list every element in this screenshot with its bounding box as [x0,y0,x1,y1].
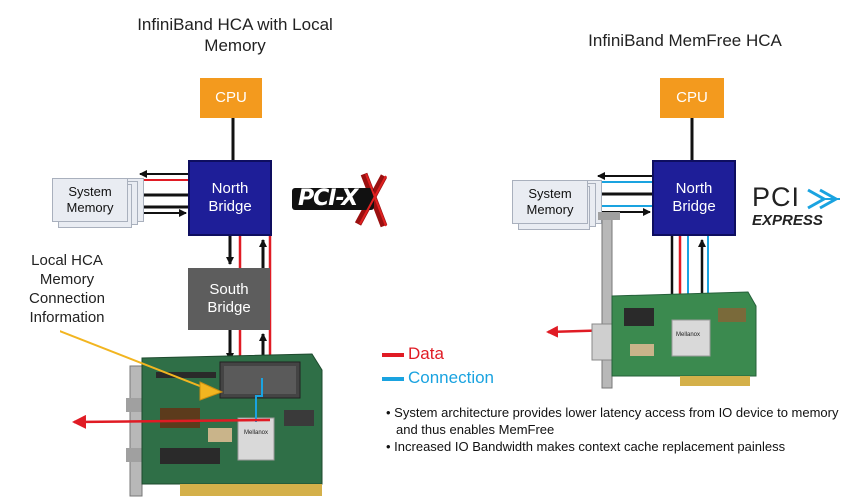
left-mem-line1: System [68,184,112,199]
left-callout-line1: Local HCA [31,252,103,269]
pci-x-logo: PCI-X [286,170,396,228]
bullet-text-1: System architecture provides lower laten… [394,405,839,437]
left-title-line2: Memory [204,36,266,55]
right-north-bridge: North Bridge [652,160,736,236]
bullet-item: • Increased IO Bandwidth makes context c… [386,439,786,454]
left-south-bridge: South Bridge [188,268,270,330]
right-mem-line1: System [528,186,572,201]
left-chip-label: Mellanox [244,430,268,436]
right-title: InfiniBand MemFree HCA [588,31,782,50]
pci-express-chevrons-icon [807,188,840,210]
left-cpu-box: CPU [200,78,262,118]
left-north-bridge: North Bridge [188,160,272,236]
right-nb-line1: North [675,180,713,197]
right-cpu-box: CPU [660,78,724,118]
left-callout-line4: Information [29,309,105,326]
pci-express-text-line2: EXPRESS [752,212,823,229]
right-system-memory: System Memory [512,180,588,224]
right-nb-line2: Bridge [672,198,716,215]
left-wiring [139,118,272,361]
right-pcie-card: Mellanox [591,212,757,389]
left-callout-line2: Memory [39,271,95,288]
left-nb-line1: North [211,180,249,197]
bullet-item: • System architecture provides lower lat… [386,405,839,437]
left-title: InfiniBand HCA with Local Memory [90,14,380,56]
left-pci-card: Mellanox [60,330,323,497]
left-callout: Local HCA Memory Connection Information [12,251,122,327]
left-mem-line2: Memory [66,200,114,215]
left-nb-line2: Bridge [208,198,252,215]
left-sb-line2: Bridge [207,299,251,316]
bullet-list: • System architecture provides lower lat… [384,404,854,455]
legend-connection-label: Connection [408,368,495,387]
pci-x-text: PCI-X [298,186,358,211]
right-chip-label: Mellanox [676,332,700,338]
left-system-memory: System Memory [52,178,128,222]
left-callout-line3: Connection [29,290,105,307]
legend-data-label: Data [408,344,444,363]
pci-x-logo-graphic [292,172,388,228]
pci-express-logo: PCI EXPRESS [748,182,852,234]
right-mem-line2: Memory [526,202,574,217]
legend: Data Connection [380,344,560,392]
bullet-text-2: Increased IO Bandwidth makes context cac… [394,439,786,454]
left-title-line1: InfiniBand HCA with Local [137,15,333,34]
legend-connection-swatch [382,377,404,381]
legend-data-swatch [382,353,404,357]
pci-express-text-line1: PCI [752,182,801,212]
left-data-arrow [72,414,271,429]
left-sb-line1: South [209,281,249,298]
